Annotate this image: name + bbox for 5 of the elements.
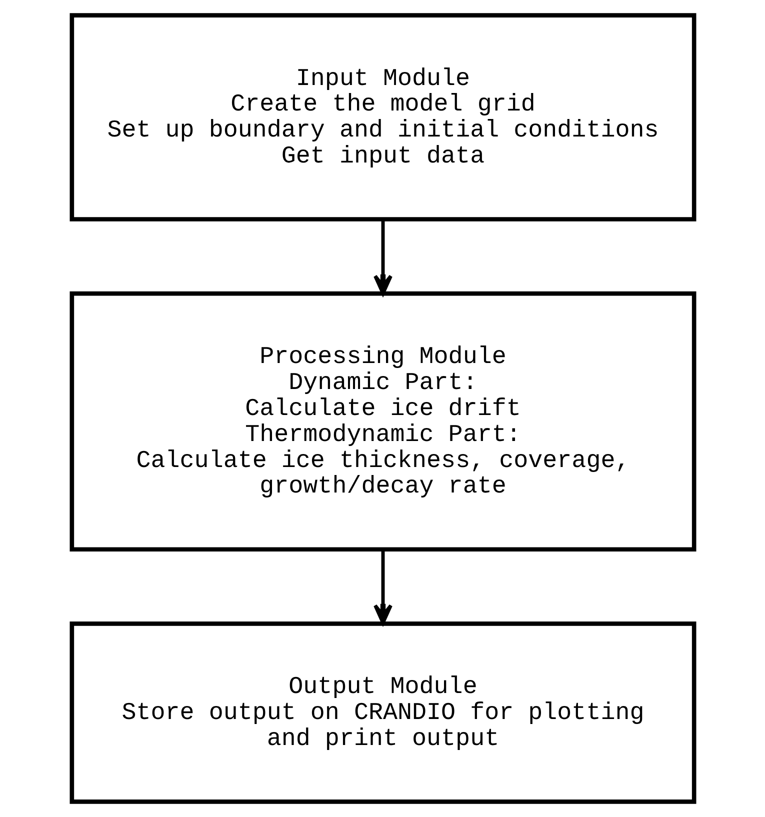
node-box: Input Module Create the model grid Set up boundary and initial conditions Get input data <box>69 13 696 222</box>
node-box: Output Module Store output on CRANDIO for plotting and print output <box>69 622 696 804</box>
node-box: Processing Module Dynamic Part: Calculate ice drift Thermodynamic Part: Calculate ice thickness, coverage, growth/decay rate <box>69 291 696 552</box>
arrow <box>373 220 392 296</box>
arrow <box>373 549 392 625</box>
